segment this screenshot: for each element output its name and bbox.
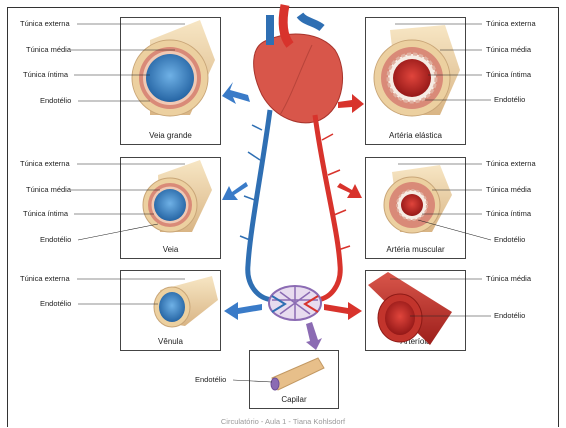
label-venula-tunica-externa: Túnica externa xyxy=(20,274,70,283)
label-veia-tunica-intima: Túnica íntima xyxy=(23,209,68,218)
label-veia-grande-tunica-externa: Túnica externa xyxy=(20,19,70,28)
label-arteria-muscular-tunica-media: Túnica média xyxy=(486,185,531,194)
label-veia-endotelio: Endotélio xyxy=(40,235,71,244)
label-arteria-muscular-tunica-intima: Túnica íntima xyxy=(486,209,531,218)
label-arteria-muscular-tunica-externa: Túnica externa xyxy=(486,159,536,168)
arrow-to-capilar xyxy=(306,322,322,350)
label-veia-grande-endotelio: Endotélio xyxy=(40,96,71,105)
label-arteria-elastica-tunica-externa: Túnica externa xyxy=(486,19,536,28)
arrow-to-veia xyxy=(222,182,248,200)
label-arteria-muscular-endotelio: Endotélio xyxy=(494,235,525,244)
label-arteria-elastica-tunica-media: Túnica média xyxy=(486,45,531,54)
vessel-capilar xyxy=(271,358,324,390)
vessel-arteria-elastica xyxy=(374,25,460,116)
label-veia-tunica-externa: Túnica externa xyxy=(20,159,70,168)
label-capilar-endotelio: Endotélio xyxy=(195,375,226,384)
vessel-veia-grande xyxy=(132,20,215,116)
arrow-to-venula xyxy=(224,302,262,320)
heart-illustration xyxy=(254,5,343,123)
arrow-to-arteria-muscular xyxy=(337,183,362,198)
label-arteria-elastica-endotelio: Endotélio xyxy=(494,95,525,104)
label-veia-tunica-media: Túnica média xyxy=(26,185,71,194)
capillary-bed xyxy=(269,286,321,320)
arrow-to-arteriola xyxy=(324,302,362,320)
label-arteria-elastica-tunica-intima: Túnica íntima xyxy=(486,70,531,79)
label-veia-grande-tunica-intima: Túnica íntima xyxy=(23,70,68,79)
label-arteriola-endotelio: Endotélio xyxy=(494,311,525,320)
footer-caption: Circulatório - Aula 1 - Tiana Kohlsdorf xyxy=(0,417,566,426)
vessel-venula xyxy=(154,276,218,327)
vessel-veia xyxy=(143,160,212,232)
arrow-to-arteria-elastica xyxy=(338,94,364,113)
vessel-arteriola xyxy=(368,272,452,345)
label-veia-grande-tunica-media: Túnica média xyxy=(26,45,71,54)
venous-trunk xyxy=(248,110,275,300)
arrow-to-veia-grande xyxy=(222,82,250,104)
vessel-arteria-muscular xyxy=(384,165,452,233)
label-venula-endotelio: Endotélio xyxy=(40,299,71,308)
arterial-trunk xyxy=(315,115,340,300)
label-arteriola-tunica-media: Túnica média xyxy=(486,274,531,283)
